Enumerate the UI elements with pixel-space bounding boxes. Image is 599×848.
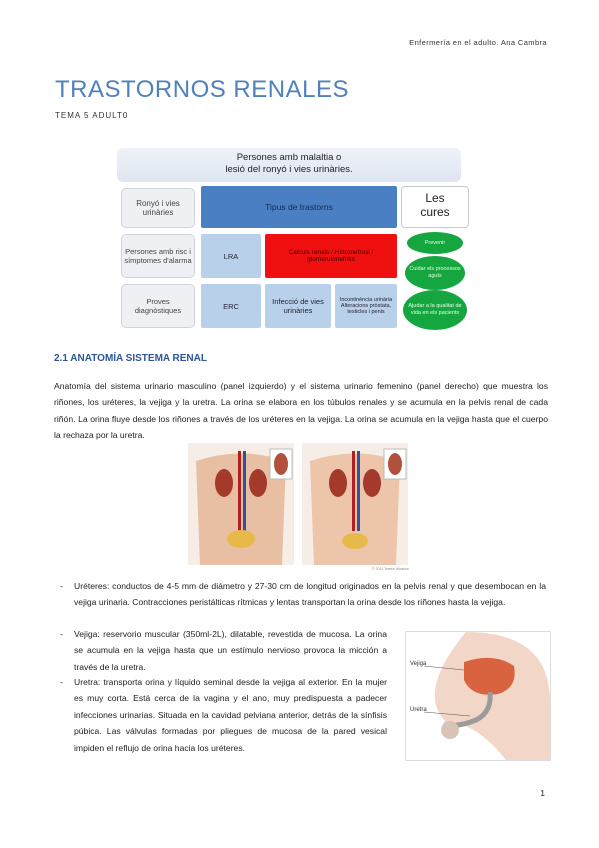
page-title: TRASTORNOS RENALES: [55, 76, 349, 103]
row-label-risk: Persones amb risc i símptomes d'alarma: [121, 234, 195, 278]
label-vejiga: Vejiga: [410, 661, 427, 667]
bladder-urethra-illustration: Vejiga Uretra: [405, 631, 551, 761]
renal-disorders-diagram: Persones amb malaltia o lesió del ronyó …: [117, 146, 482, 340]
qualitat-bubble: Ajudar a la qualitat de vida en els paci…: [403, 290, 467, 330]
female-panel: [302, 443, 408, 565]
bullet-dash: -: [60, 677, 63, 687]
diagram-heading: Persones amb malaltia o lesió del ronyó …: [117, 148, 461, 182]
uti-box: Infecció de vies urinàries: [265, 284, 331, 328]
bullet-text: Uretra: transporta orina y líquido semin…: [74, 677, 387, 753]
lra-box: LRA: [201, 234, 261, 278]
cuidar-bubble: Cuidar els processos aguts: [405, 256, 465, 290]
erc-box: ERC: [201, 284, 261, 328]
cures-box: Les cures: [401, 186, 469, 228]
diagram-heading-line2: lesió del ronyó i vies urinàries.: [225, 164, 353, 175]
male-panel: [188, 443, 294, 565]
header-note: Enfermería en el adulto. Ana Cambra: [409, 38, 547, 47]
photo-credit: © 2012 Terese Winslow: [372, 567, 409, 571]
bullet-uretra: - Uretra: transporta orina y líquido sem…: [60, 674, 387, 756]
bullet-text: Uréteres: conductos de 4-5 mm de diámetr…: [74, 581, 546, 608]
label-uretra: Uretra: [410, 707, 427, 713]
cures-line2: cures: [420, 205, 450, 219]
row-label-kidney: Ronyó i vies urinàries: [121, 188, 195, 228]
intro-paragraph: Anatomía del sistema urinario masculino …: [54, 381, 548, 441]
cures-line1: Les: [425, 191, 445, 205]
section-heading: 2.1 ANATOMÍA SISTEMA RENAL: [54, 353, 207, 364]
diagram-heading-line1: Persones amb malaltia o: [236, 152, 342, 163]
incontinence-box: Incontinència urinària Alteracions pròst…: [335, 284, 397, 328]
bullet-text: Vejiga: reservorio muscular (350ml-2L), …: [74, 629, 387, 672]
disorder-types-box: Tipus de trastorns: [201, 186, 397, 228]
bullet-ureteres: - Uréteres: conductos de 4-5 mm de diáme…: [60, 578, 546, 611]
bullet-vejiga: - Vejiga: reservorio muscular (350ml-2L)…: [60, 626, 387, 675]
row-label-tests: Proves diagnòstiques: [121, 284, 195, 328]
prevenir-bubble: Prevenir: [407, 232, 463, 254]
urinary-system-illustration: [186, 441, 411, 567]
bullet-dash: -: [60, 581, 63, 591]
renal-calculi-box: Calculs renals / Hidronefrosi / glomerul…: [265, 234, 397, 278]
bullet-dash: -: [60, 629, 63, 639]
page-number: 1: [540, 788, 545, 798]
page-subtitle: TEMA 5 ADULT0: [55, 111, 129, 120]
